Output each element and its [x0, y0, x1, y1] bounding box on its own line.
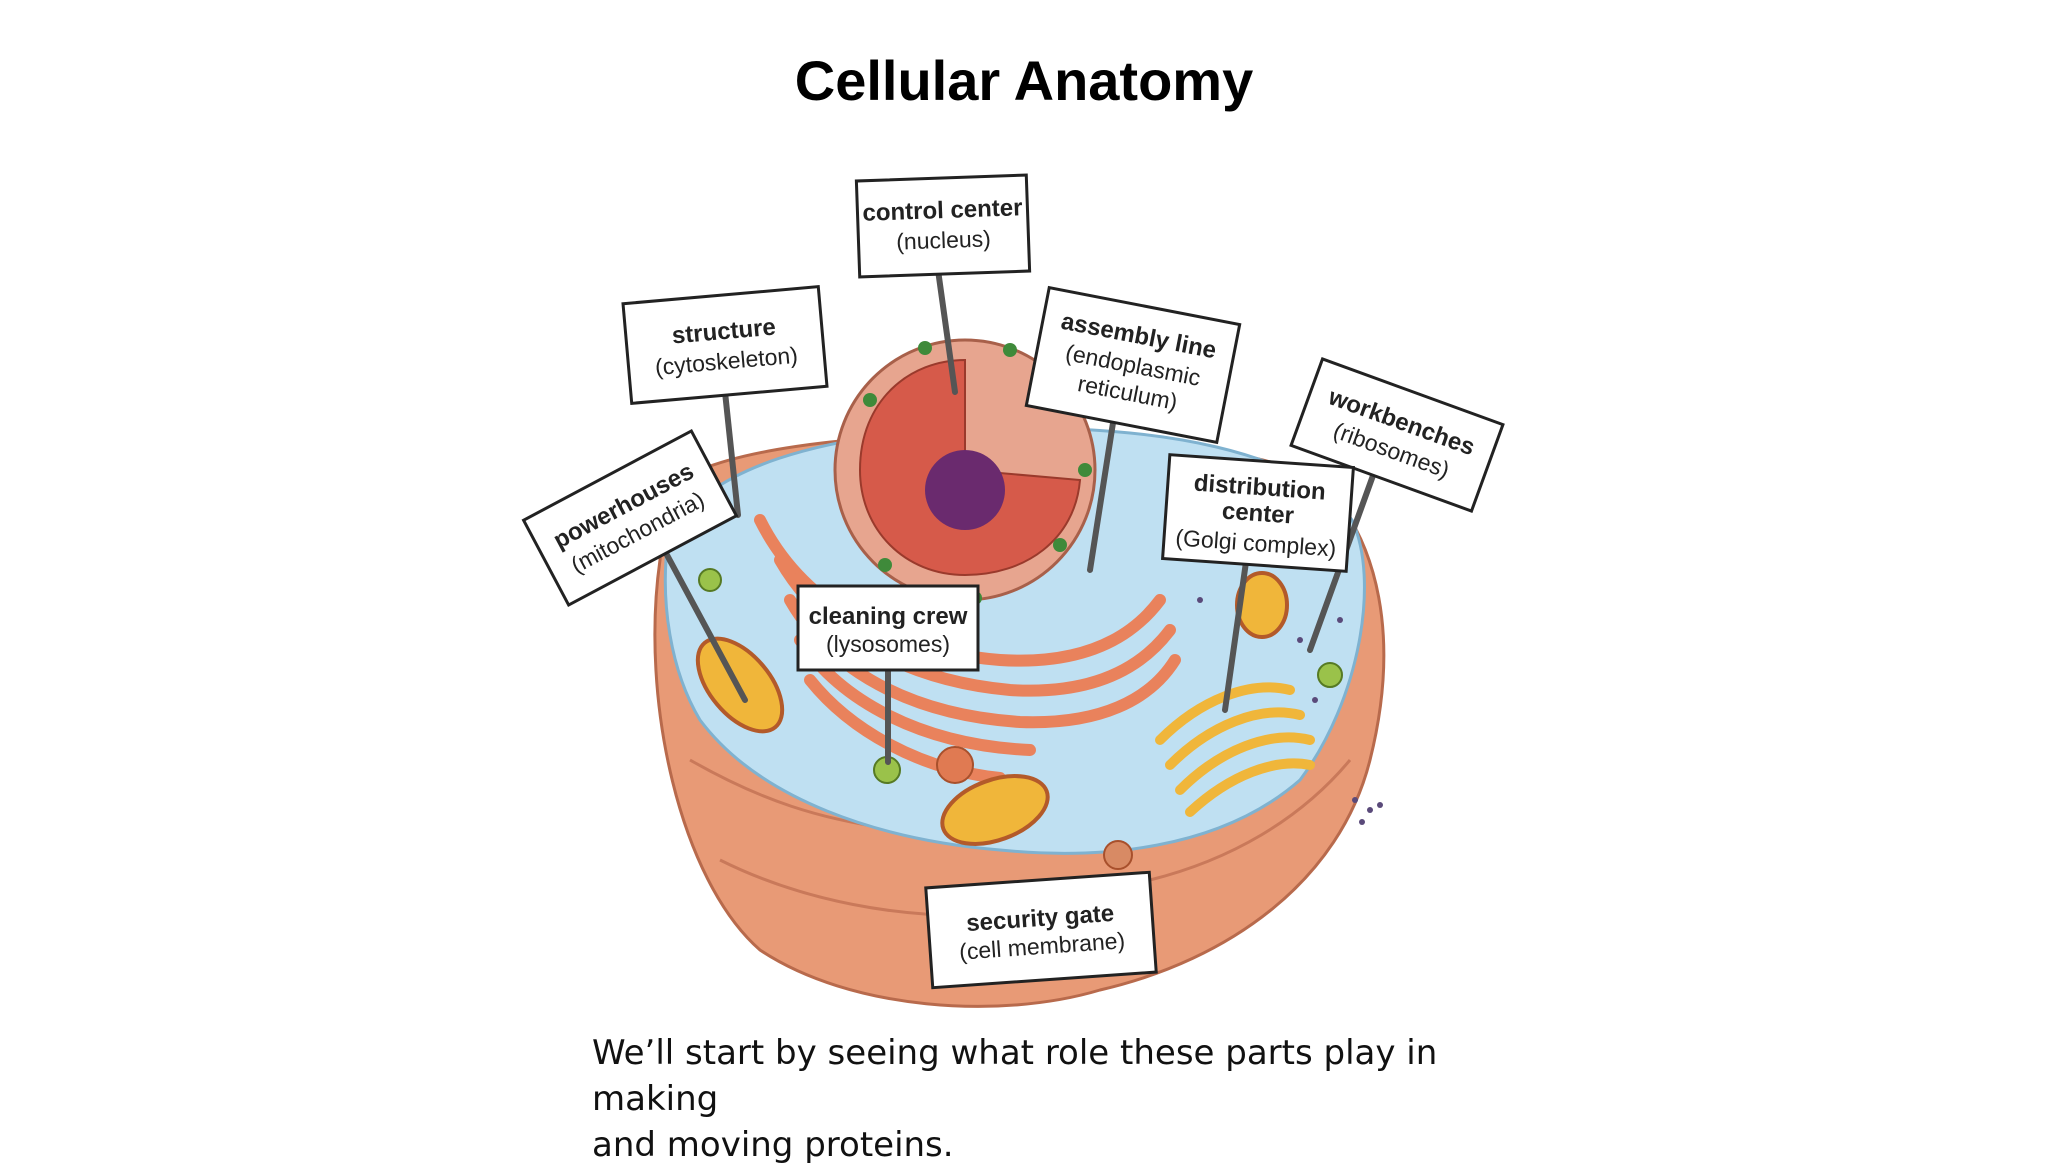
- sign-membrane: security gate (cell membrane): [924, 870, 1158, 990]
- sign-nucleus-sub: (nucleus): [896, 225, 991, 254]
- slide-title: Cellular Anatomy: [794, 49, 1254, 112]
- post-mitochondria: [664, 552, 748, 703]
- sign-golgi: distribution center (Golgi complex): [1160, 453, 1356, 573]
- sign-cytoskeleton: structure (cytoskeleton): [621, 285, 829, 405]
- vesicle: [936, 746, 974, 784]
- slide-caption: We’ll start by seeing what role these pa…: [592, 1030, 1552, 1168]
- sign-lysosomes-sub: (lysosomes): [826, 631, 950, 657]
- post-cytoskeleton: [722, 389, 741, 518]
- post-golgi: [1222, 552, 1250, 713]
- sign-lysosomes: cleaning crew (lysosomes): [796, 584, 980, 672]
- sign-mitochondria: powerhouses (mitochondria): [521, 428, 739, 608]
- caption-line-1: We’ll start by seeing what role these pa…: [592, 1033, 1438, 1119]
- sign-golgi-title2: center: [1221, 498, 1295, 530]
- membrane-fold: [1149, 759, 1352, 882]
- vesicle: [1103, 840, 1133, 870]
- sign-er: assembly line (endoplasmic reticulum): [1024, 285, 1242, 445]
- post-er: [1087, 407, 1118, 573]
- nucleolus: [925, 450, 1005, 530]
- sign-lysosomes-title: cleaning crew: [809, 603, 968, 630]
- post-nucleus: [935, 267, 958, 395]
- mitochondrion: [940, 774, 1050, 846]
- nucleus-cutaway: [858, 358, 1082, 577]
- lysosome: [698, 568, 722, 592]
- sign-nucleus-title: control center: [862, 194, 1023, 227]
- lysosome: [1317, 662, 1343, 688]
- sign-nucleus: control center (nucleus): [854, 173, 1032, 279]
- caption-line-2: and moving proteins.: [592, 1125, 954, 1165]
